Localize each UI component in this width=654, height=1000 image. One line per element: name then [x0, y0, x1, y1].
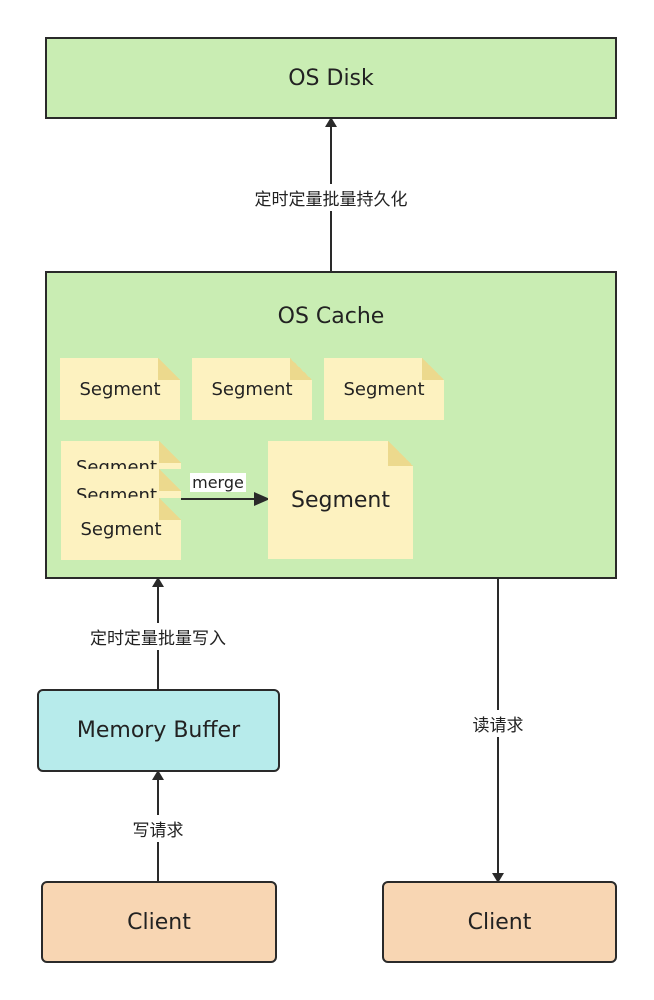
segment-note: Segment	[192, 358, 312, 420]
client-box-right: Client	[382, 881, 617, 963]
os-cache-title-wrap: OS Cache	[45, 299, 617, 333]
segment-note: Segment	[324, 358, 444, 420]
merge-label: merge	[190, 472, 246, 492]
os-disk-label: OS Disk	[288, 65, 374, 91]
segment-label: Segment	[79, 378, 161, 400]
segment-label: Segment	[343, 378, 425, 400]
edge-label-cache-to-disk: 定时定量批量持久化	[252, 183, 410, 211]
merge-arrowhead	[254, 492, 270, 506]
segment-note: Segment	[60, 358, 180, 420]
os-disk-box: OS Disk	[45, 37, 617, 119]
edge-label-wrap: 写请求	[108, 814, 208, 842]
edge-label-wrap: 定时定量批量写入	[60, 622, 256, 650]
memory-buffer-label: Memory Buffer	[76, 718, 241, 743]
edge-label-buffer-to-cache: 定时定量批量写入	[88, 622, 228, 650]
merged-segment-label: Segment	[291, 487, 390, 513]
edge-label-wrap: 定时定量批量持久化	[231, 183, 431, 211]
segment-label: Segment	[211, 378, 293, 400]
client-label-right: Client	[467, 909, 532, 935]
os-cache-label: OS Cache	[277, 303, 385, 329]
client-box-left: Client	[41, 881, 277, 963]
edge-label-client-to-buffer: 写请求	[130, 814, 186, 842]
segment-label: Segment	[80, 518, 162, 540]
stacked-segment-note: Segment	[61, 498, 181, 560]
edge-label-cache-to-client: 读请求	[470, 709, 526, 737]
merged-segment-note: Segment	[268, 441, 413, 559]
edge-label-wrap: 读请求	[448, 709, 548, 737]
merge-label-wrap: merge	[187, 470, 249, 494]
client-label-left: Client	[127, 909, 191, 935]
memory-buffer-box: Memory Buffer	[37, 689, 280, 772]
